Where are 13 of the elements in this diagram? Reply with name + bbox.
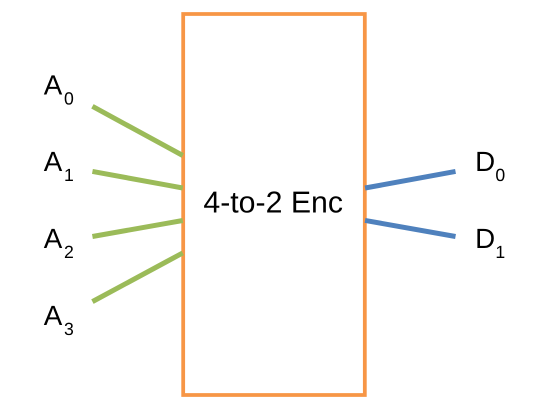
connector [364, 168, 456, 190]
connector [92, 168, 184, 190]
node-box: 4-to-2 Enc [181, 12, 367, 396]
connector [91, 104, 184, 158]
connector [364, 217, 456, 238]
node-text: A$_{3}$ [44, 300, 74, 339]
node-text: D$_{0}$ [475, 146, 506, 185]
connector [92, 218, 184, 238]
node-text: A$_{2}$ [44, 222, 74, 262]
node-text: A$_{0}$ [44, 68, 74, 108]
node-text: A$_{1}$ [44, 146, 74, 185]
node-text: D$_{1}$ [475, 222, 506, 262]
connector [91, 250, 184, 304]
